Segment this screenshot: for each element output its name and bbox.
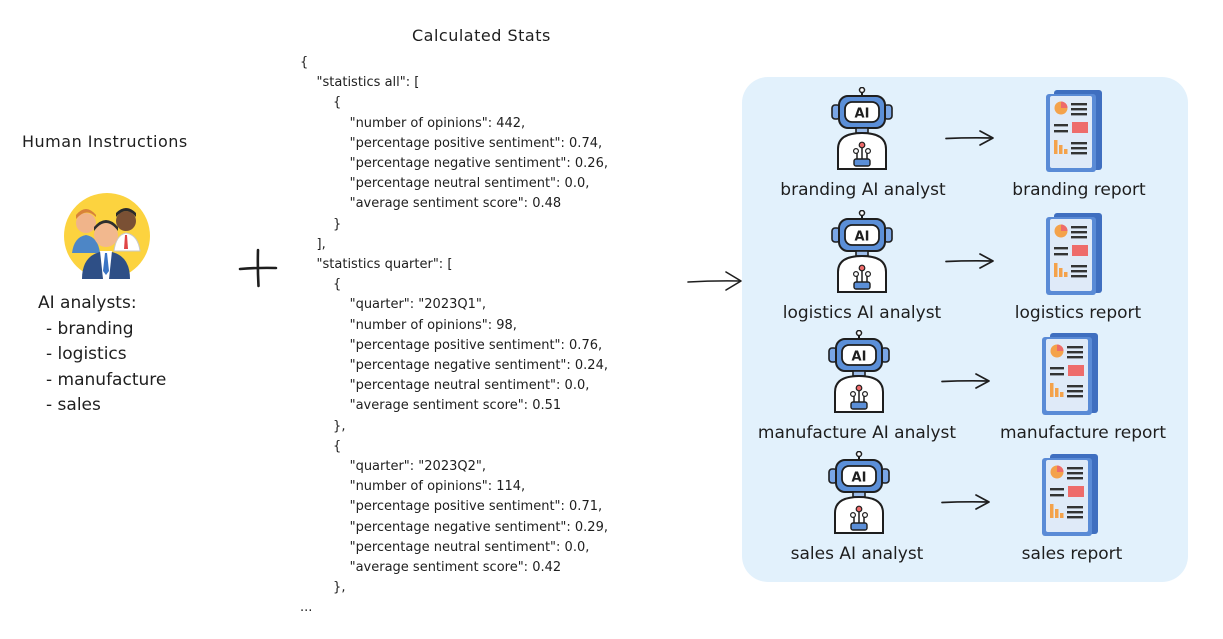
json-line: { bbox=[300, 438, 342, 454]
json-line: { bbox=[300, 95, 342, 111]
json-line: }, bbox=[300, 580, 346, 596]
robot-icon: AI bbox=[826, 450, 892, 535]
report-icon bbox=[1044, 88, 1104, 174]
json-line: "number of opinions": 114, bbox=[300, 479, 526, 495]
json-line: { bbox=[300, 277, 342, 293]
json-line: ... bbox=[300, 600, 313, 616]
json-line: "quarter": "2023Q2", bbox=[300, 459, 486, 475]
json-line: "percentage neutral sentiment": 0.0, bbox=[300, 176, 590, 192]
arrow-right-icon bbox=[944, 128, 996, 148]
json-line: "number of opinions": 98, bbox=[300, 317, 517, 333]
json-line: "average sentiment score": 0.48 bbox=[300, 196, 562, 212]
ai-analysts-panel bbox=[742, 77, 1188, 582]
analyst-label: manufacture AI analyst bbox=[757, 423, 957, 443]
report-icon bbox=[1040, 331, 1100, 417]
analysts-heading: AI analysts: bbox=[38, 293, 137, 313]
arrow-right-icon bbox=[940, 492, 992, 512]
arrow-right-icon bbox=[687, 271, 742, 291]
json-line: "percentage negative sentiment": 0.26, bbox=[300, 156, 608, 172]
report-icon bbox=[1040, 452, 1100, 538]
json-line: "percentage neutral sentiment": 0.0, bbox=[300, 539, 590, 555]
report-label: manufacture report bbox=[999, 423, 1167, 443]
json-line: "quarter": "2023Q1", bbox=[300, 297, 486, 313]
calculated-stats-title: Calculated Stats bbox=[412, 26, 551, 45]
json-line: "statistics quarter": [ bbox=[300, 257, 453, 273]
json-line: "percentage positive sentiment": 0.76, bbox=[300, 337, 603, 353]
report-icon bbox=[1044, 211, 1104, 297]
json-line: "percentage positive sentiment": 0.74, bbox=[300, 135, 603, 151]
json-line: ], bbox=[300, 236, 326, 252]
report-label: branding report bbox=[1012, 180, 1146, 200]
plus-icon bbox=[238, 248, 278, 288]
robot-icon: AI bbox=[826, 329, 892, 414]
robot-icon: AI bbox=[829, 209, 895, 294]
report-label: sales report bbox=[1021, 544, 1123, 564]
robot-screen-label: AI bbox=[855, 230, 870, 245]
analyst-list-item: - manufacture bbox=[46, 369, 167, 390]
analyst-list-item: - branding bbox=[46, 318, 134, 339]
analyst-label: sales AI analyst bbox=[790, 544, 924, 564]
robot-icon: AI bbox=[829, 86, 895, 171]
json-line: } bbox=[300, 216, 342, 232]
json-line: }, bbox=[300, 418, 346, 434]
json-line: "average sentiment score": 0.42 bbox=[300, 560, 562, 576]
json-line: "percentage positive sentiment": 0.71, bbox=[300, 499, 603, 515]
robot-screen-label: AI bbox=[852, 350, 867, 365]
report-label: logistics report bbox=[1014, 303, 1142, 323]
json-line: "percentage negative sentiment": 0.29, bbox=[300, 519, 608, 535]
analyst-label: branding AI analyst bbox=[780, 180, 946, 200]
arrow-right-icon bbox=[940, 371, 992, 391]
analyst-label: logistics AI analyst bbox=[782, 303, 942, 323]
arrow-right-icon bbox=[944, 251, 996, 271]
json-line: { bbox=[300, 55, 309, 70]
analyst-list-item: - logistics bbox=[46, 344, 127, 364]
stats-json-block: { "statistics all": [ { "number of opini… bbox=[300, 53, 608, 619]
robot-screen-label: AI bbox=[852, 471, 867, 486]
team-avatar-icon bbox=[64, 193, 150, 279]
json-line: "statistics all": [ bbox=[300, 75, 420, 91]
human-instructions-title: Human Instructions bbox=[22, 132, 188, 151]
json-line: "average sentiment score": 0.51 bbox=[300, 398, 562, 414]
json-line: "percentage neutral sentiment": 0.0, bbox=[300, 378, 590, 394]
json-line: "number of opinions": 442, bbox=[300, 115, 526, 131]
json-line: "percentage negative sentiment": 0.24, bbox=[300, 358, 608, 374]
analyst-list-item: - sales bbox=[46, 395, 101, 415]
robot-screen-label: AI bbox=[855, 107, 870, 122]
